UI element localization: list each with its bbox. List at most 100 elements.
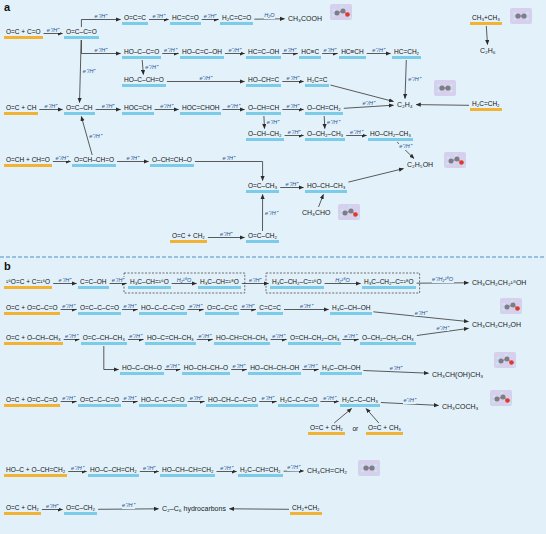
edge-label: e⁻/H⁺ <box>219 231 233 238</box>
edge-label: e⁻/H⁺ <box>232 363 246 370</box>
surface-intermediate: O–CH₂–CH₃ <box>305 130 345 141</box>
product-label: CH₃CH(OH)CH₃ <box>430 370 485 379</box>
species-formula: C=C=C <box>259 304 281 311</box>
surface-intermediate: H₃C–CH–OH <box>330 304 372 315</box>
edge-label: e⁻/H⁺ <box>126 155 140 162</box>
reaction-arrow <box>165 369 181 370</box>
reaction-arrow <box>81 40 120 54</box>
reaction-arrow <box>81 20 120 28</box>
species-formula: HO–C–C–C=O <box>141 304 185 311</box>
edge-label: e⁻/H⁺ <box>203 13 217 20</box>
surface-intermediate: HO–C–CH=O <box>122 76 166 87</box>
surface-intermediate: HO–C–C–C=O <box>139 396 187 407</box>
coupling-reactants: CH₂+CH₂ <box>290 504 322 515</box>
edge-label: e⁻/H⁺ <box>362 100 376 107</box>
reaction-arrow <box>302 369 318 370</box>
species-formula: HOC=CHOH <box>182 104 219 111</box>
edge-label: e⁻/H⁺ <box>408 76 422 83</box>
edge-label: e⁻/H⁺ <box>71 465 85 472</box>
product-label: CH₃CH₂CH₂OH <box>470 320 523 329</box>
reaction-arrow <box>96 109 121 110</box>
surface-intermediate: O=C–CH₃ <box>246 182 279 193</box>
species-formula: O=C–CH–CH₃ <box>83 334 125 341</box>
surface-intermediate: HC≡C <box>299 48 321 59</box>
species-formula: HO–CH–C–C=O <box>208 396 256 403</box>
edge-label: H₂O <box>264 12 275 19</box>
molecule-icon <box>338 204 360 220</box>
species-formula: O=C–CH <box>66 104 93 111</box>
species-formula: HO–CH–CH–O <box>184 364 228 371</box>
coupling-reactants: O=C + CH₂ <box>4 504 41 515</box>
species-formula: HO–C=C–OH <box>182 48 222 55</box>
reaction-arrow <box>405 60 406 99</box>
species-formula: H₃C–CH–OH <box>322 364 360 371</box>
species-formula: HO–C–CH=CH₂ <box>90 466 137 473</box>
surface-intermediate: HO–CH₂–CH₃ <box>368 130 413 141</box>
species-formula: H₃C–CH₂–C=¹⁸O <box>364 278 414 285</box>
surface-intermediate: HO–C–CH–O <box>120 364 164 375</box>
surface-intermediate: C=C=C <box>257 304 283 315</box>
species-formula: O=C + CH₂ <box>6 504 39 511</box>
species-formula: H₂C–CH=CH₂ <box>240 466 281 473</box>
surface-intermediate: O=C–C–C=O <box>78 396 121 407</box>
edge-label: e⁻/H⁺ <box>222 155 236 162</box>
species-formula: HO–C + O–CH=CH₂ <box>6 466 65 473</box>
species-formula: C₂H₅OH <box>407 161 433 168</box>
reaction-arrow <box>222 109 244 110</box>
surface-intermediate: H₃C–CH=¹⁶O <box>128 278 171 289</box>
edge-label: e⁻/H⁺ <box>58 277 72 284</box>
species-formula: HO–CH₂–CH₃ <box>370 130 411 137</box>
surface-intermediate: O=C–CH–CH₃ <box>81 334 127 345</box>
coupling-reactants: O=C + O–CH–CH₃ <box>4 334 63 345</box>
surface-intermediate: HOC=CHOH <box>180 104 221 115</box>
surface-intermediate: HC=C=O <box>170 14 201 25</box>
reaction-arrow <box>122 401 138 402</box>
surface-intermediate: H₃C–CH=¹⁸O <box>198 278 241 289</box>
molecule-icon <box>490 390 512 406</box>
reaction-arrow <box>155 109 179 110</box>
species-formula: HO–C–CH–O <box>122 364 162 371</box>
molecule-icon <box>434 80 456 96</box>
reaction-arrow <box>39 109 62 110</box>
reaction-arrow <box>53 161 71 162</box>
reaction-arrow <box>324 116 326 129</box>
surface-intermediate: HO–C–C–C=O <box>139 304 187 315</box>
reaction-arrow <box>322 53 338 54</box>
molecule-icon <box>330 4 352 20</box>
reaction-arrow <box>416 104 469 106</box>
surface-intermediate: C=C–OH <box>78 278 109 289</box>
edge-label: e⁻/H⁺ <box>248 277 262 284</box>
edge-label: e⁻/H⁺ <box>300 303 314 310</box>
edge-label: e⁻/H⁺ <box>45 503 59 510</box>
molecule-icon <box>500 298 522 314</box>
molecule-icon <box>358 460 380 476</box>
edge-label: e⁻/H⁺ <box>414 310 428 317</box>
species-formula: CH₃COOH <box>288 15 322 22</box>
coupling-reactants: O=C + CH₂ <box>308 424 345 435</box>
reaction-arrow <box>117 161 148 162</box>
species-formula: O=CH–CH₂–CH₃ <box>290 334 339 341</box>
species-formula: CH₃CHO <box>302 209 331 216</box>
species-formula: CH₃CH(OH)CH₃ <box>432 371 483 378</box>
coupling-reactants: O=C + C=O <box>4 28 43 39</box>
edge-label: e⁻/H⁺ <box>55 155 69 162</box>
species-formula: ¹⁶O=C + C=¹⁶O <box>6 278 50 285</box>
edge-label: e⁻/H⁺ <box>283 47 297 54</box>
reaction-arrow <box>367 53 391 54</box>
reaction-arrow <box>231 369 247 370</box>
surface-intermediate: H₂C=C <box>305 76 329 87</box>
edge-label: e⁻/H⁺ <box>189 395 203 402</box>
species-formula: H₃C–CH=¹⁸O <box>200 278 239 285</box>
edge-label: e⁻/H⁺ <box>241 303 255 310</box>
panel-letter: a <box>4 1 10 13</box>
reaction-arrow <box>68 471 86 472</box>
surface-intermediate: H₂C=C=O <box>220 14 253 25</box>
surface-intermediate: O–CH=CH <box>246 104 281 115</box>
edge-label: e⁻/H⁺ <box>285 181 299 188</box>
species-formula: H₂C=CH₂ <box>472 100 500 107</box>
reaction-arrow <box>110 283 127 284</box>
surface-intermediate: HO–CH–CH–OH <box>248 364 301 375</box>
species-formula: O=C + O–CH–CH₃ <box>6 334 61 341</box>
coupling-reactants: ¹⁶O=C + C=¹⁶O <box>4 278 52 289</box>
